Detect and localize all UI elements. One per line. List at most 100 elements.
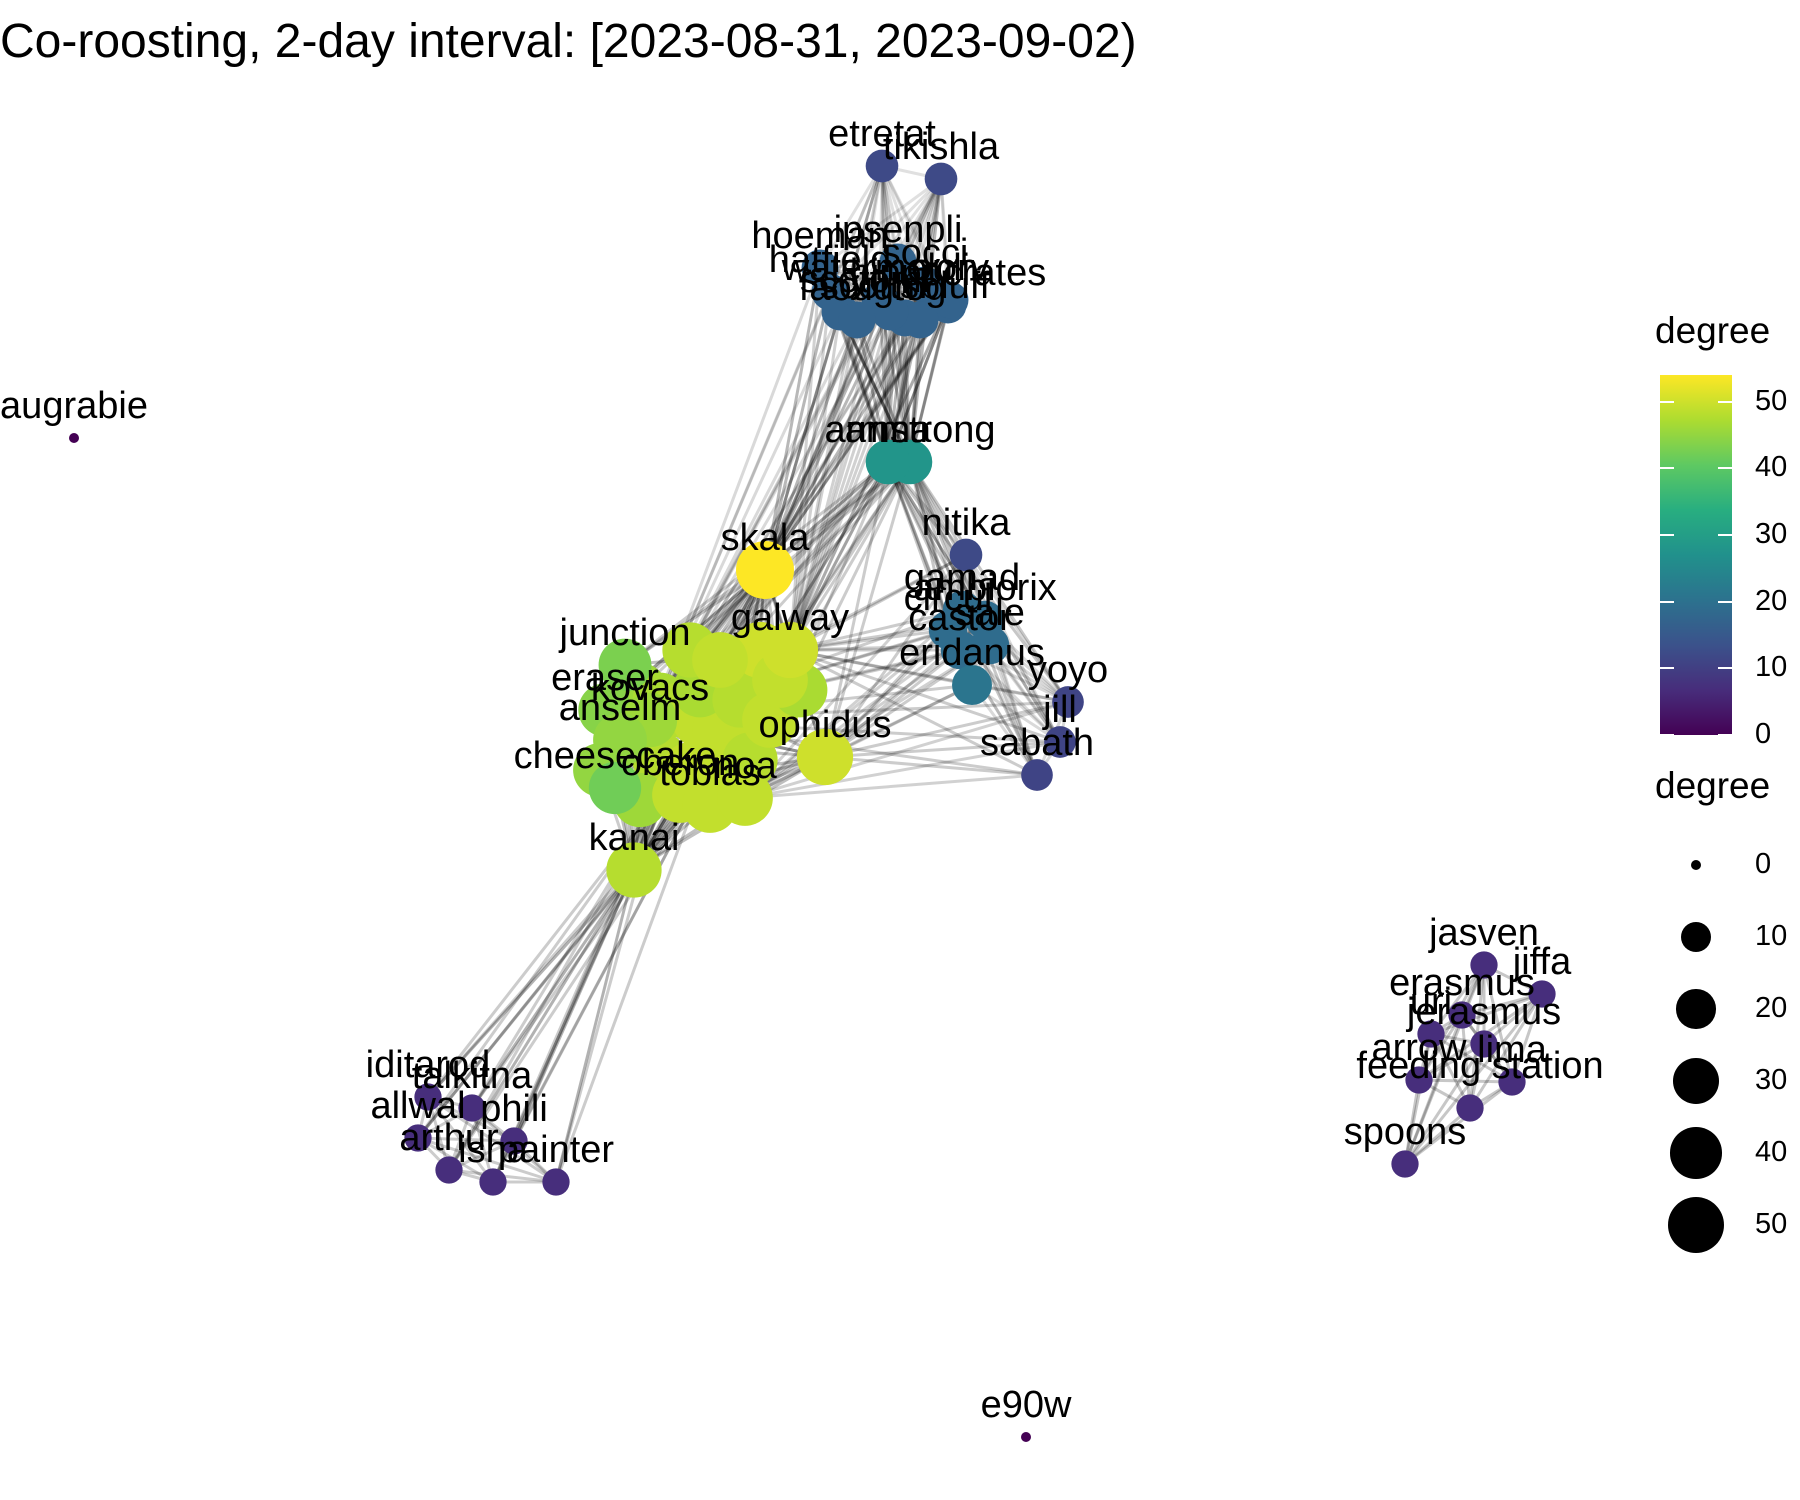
node-ouliv bbox=[931, 281, 969, 319]
edge bbox=[470, 789, 702, 1109]
edge bbox=[1429, 964, 1486, 1035]
node-label-ophidus: ophidus bbox=[758, 704, 891, 746]
edge bbox=[1460, 1014, 1472, 1109]
node-nitika bbox=[949, 538, 983, 572]
edge bbox=[1510, 993, 1544, 1083]
edge bbox=[908, 461, 987, 621]
edge bbox=[908, 304, 950, 463]
edge bbox=[788, 304, 950, 651]
node-tog bbox=[901, 301, 939, 339]
edge bbox=[744, 628, 949, 800]
edge bbox=[763, 319, 859, 571]
node-label-e90w: e90w bbox=[981, 1384, 1072, 1426]
edge bbox=[426, 1096, 495, 1183]
node-noa bbox=[717, 770, 773, 826]
color-bar bbox=[1660, 375, 1732, 735]
node-label-sabath: sabath bbox=[980, 722, 1094, 764]
edge bbox=[743, 553, 968, 800]
edge bbox=[886, 304, 950, 463]
size-tick-label: 10 bbox=[1755, 920, 1788, 952]
edge bbox=[1403, 1033, 1433, 1165]
edge bbox=[855, 319, 890, 463]
node-label-sale: sale bbox=[955, 592, 1025, 634]
node-label-talkitna: talkitna bbox=[412, 1055, 533, 1097]
color-tick-mark bbox=[1660, 467, 1674, 470]
edge bbox=[788, 461, 890, 651]
edge bbox=[823, 628, 950, 759]
edge bbox=[788, 299, 882, 651]
edge bbox=[818, 165, 884, 269]
edge bbox=[878, 178, 943, 301]
edge bbox=[888, 311, 912, 463]
size-tick-label: 30 bbox=[1755, 1064, 1788, 1096]
color-tick-mark bbox=[1660, 400, 1674, 403]
node-label-skala: skala bbox=[721, 517, 811, 559]
edge bbox=[823, 461, 890, 758]
node-ophidus bbox=[796, 728, 854, 786]
node-label-yomi: yomi bbox=[850, 259, 930, 301]
node-label-uri: uri bbox=[1410, 981, 1452, 1023]
node-sabath bbox=[1021, 759, 1053, 791]
edge bbox=[824, 755, 1038, 777]
edge bbox=[824, 648, 961, 759]
node-label-scott: scott bbox=[800, 259, 881, 301]
edge bbox=[417, 1136, 557, 1184]
color-tick-mark bbox=[1718, 400, 1732, 403]
size-tick-label: 50 bbox=[1755, 1208, 1788, 1240]
node-label-kovacs: kovacs bbox=[591, 667, 709, 709]
node-label-tobias: tobias bbox=[659, 752, 760, 794]
edge bbox=[788, 311, 842, 651]
node-sale bbox=[970, 625, 1010, 665]
edge bbox=[788, 165, 884, 651]
node-label-eraser: eraser bbox=[551, 657, 659, 699]
node-label-jerasmus: jerasmus bbox=[1406, 991, 1561, 1033]
edge bbox=[896, 261, 912, 463]
edge bbox=[744, 700, 1069, 800]
node-lima bbox=[1498, 1068, 1526, 1096]
edge bbox=[819, 177, 942, 270]
node-label-kanai: kanai bbox=[589, 817, 680, 859]
edge bbox=[426, 789, 702, 1098]
edge bbox=[554, 869, 636, 1183]
node-layer bbox=[69, 149, 1556, 1442]
edge bbox=[964, 554, 1062, 743]
edge bbox=[824, 700, 1069, 759]
node-label-etretat: etretat bbox=[828, 113, 936, 155]
edge bbox=[512, 869, 636, 1142]
edge bbox=[1482, 964, 1514, 1083]
node-augrabie bbox=[69, 433, 79, 443]
size-legend-title: degree bbox=[1655, 765, 1771, 806]
edge bbox=[788, 311, 892, 651]
node-label-jasven: jasven bbox=[1428, 912, 1539, 954]
edge bbox=[886, 319, 922, 463]
edge bbox=[763, 178, 943, 571]
edge bbox=[763, 267, 822, 571]
node-anselm bbox=[593, 713, 647, 767]
node-uri bbox=[1417, 1020, 1445, 1048]
node-label-cheesecake: cheesecake bbox=[514, 735, 717, 777]
edge bbox=[1404, 1080, 1513, 1166]
color-tick-mark bbox=[1718, 734, 1732, 736]
node-junction bbox=[598, 638, 652, 692]
size-tick-label: 20 bbox=[1755, 992, 1788, 1024]
node-label-yoyo: yoyo bbox=[1028, 649, 1108, 691]
node-label-jiffa: jiffa bbox=[1512, 941, 1572, 983]
edge bbox=[789, 648, 973, 687]
color-legend-title: degree bbox=[1655, 310, 1771, 351]
node-label-watermelon: watermelon bbox=[781, 247, 978, 289]
node-e90w bbox=[1021, 1432, 1031, 1442]
edge bbox=[491, 789, 702, 1183]
edge bbox=[886, 461, 1070, 703]
node-faough bbox=[838, 301, 876, 339]
node-label-ipsenpli: ipsenpli bbox=[834, 209, 963, 251]
node-label-augrabie: augrabie bbox=[0, 385, 148, 427]
size-legend-dot bbox=[1691, 860, 1701, 870]
edge bbox=[1418, 1078, 1513, 1084]
node-etretat bbox=[865, 149, 899, 183]
color-tick-mark bbox=[1660, 600, 1674, 603]
edge bbox=[416, 869, 636, 1139]
node-label-feeding-station: feeding station bbox=[1356, 1045, 1603, 1087]
edge bbox=[789, 648, 1069, 704]
node-arthur bbox=[435, 1156, 463, 1184]
